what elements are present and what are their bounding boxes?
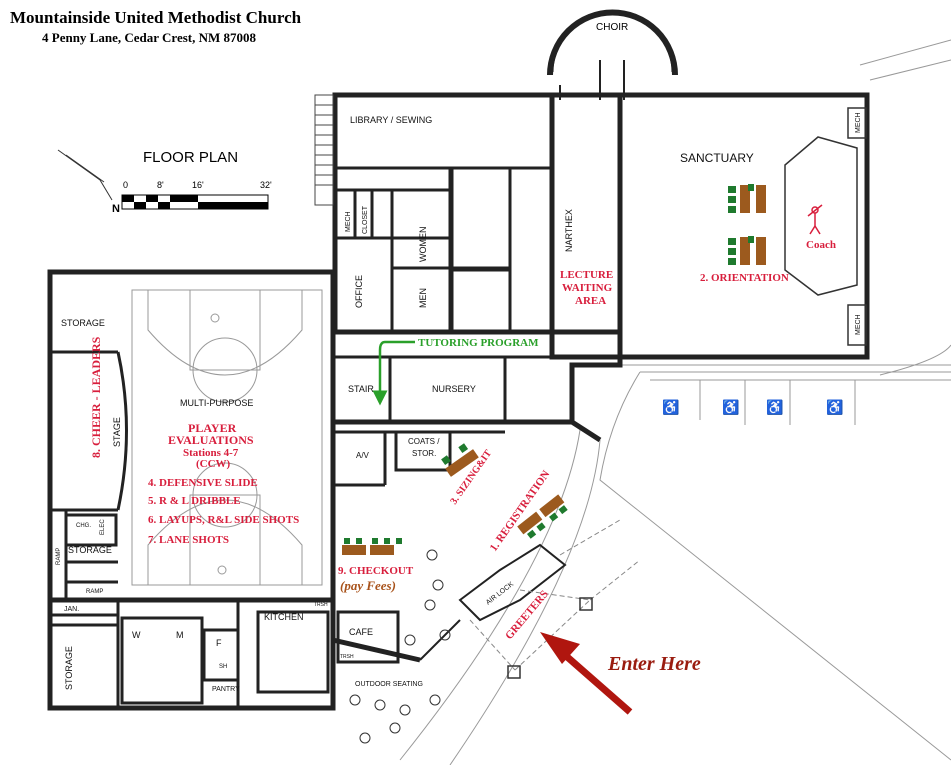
- mech-label-3: MECH: [345, 211, 352, 232]
- ramp-label-2: RAMP: [86, 589, 103, 595]
- stage-label: STAGE: [112, 417, 122, 447]
- trash-label-2: TRSH: [340, 654, 354, 660]
- stor-label: STOR.: [412, 449, 436, 458]
- table-group-registration: [517, 494, 568, 539]
- ramp-label-1: RAMP: [56, 548, 62, 565]
- storage-label-3: STORAGE: [64, 646, 74, 690]
- scale-bar: [121, 194, 269, 210]
- sanctuary-label: SANCTUARY: [680, 151, 754, 165]
- men-restroom-label: M: [176, 630, 184, 640]
- multipurpose-label: MULTI-PURPOSE: [180, 398, 253, 408]
- scale-label-8: 8': [157, 180, 164, 190]
- orientation-label: 2. ORIENTATION: [700, 272, 789, 284]
- drill-5-label: 5. R & L DRIBBLE: [148, 495, 241, 507]
- storage-label-1: STORAGE: [61, 318, 105, 328]
- evaluations-label: EVALUATIONS: [168, 433, 254, 447]
- floor-plan-title: FLOOR PLAN: [143, 149, 238, 166]
- svg-text:♿: ♿: [766, 399, 783, 416]
- women-label: WOMEN: [418, 227, 428, 263]
- coach-figure: [807, 204, 823, 235]
- table-group-sizing: [441, 443, 479, 477]
- women-restroom-label: W: [132, 630, 141, 640]
- church-address: 4 Penny Lane, Cedar Crest, NM 87008: [42, 30, 257, 45]
- stations-range-label: Stations 4-7: [183, 447, 239, 459]
- storage-label-2: STORAGE: [68, 545, 112, 555]
- checkout-label: 9. CHECKOUT: [338, 565, 414, 577]
- enter-here-arrow: [540, 632, 633, 715]
- lecture-label-2: WAITING: [562, 282, 613, 294]
- lecture-label-1: LECTURE: [560, 269, 613, 281]
- church-name: Mountainside United Methodist Church: [10, 8, 302, 27]
- svg-text:♿: ♿: [826, 399, 843, 416]
- cheerleaders-label: 8. CHEER - LEADERS: [89, 336, 103, 458]
- pay-fees-label: (pay Fees): [340, 578, 396, 593]
- library-label: LIBRARY / SEWING: [350, 115, 432, 125]
- choir-label: CHOIR: [596, 22, 628, 33]
- sanctuary-platform: [784, 107, 867, 346]
- table-group-checkout: [342, 538, 402, 555]
- enter-here-label: Enter Here: [607, 653, 701, 675]
- outdoor-seating-label: OUTDOOR SEATING: [355, 681, 423, 688]
- chg-label: CHG.: [76, 523, 91, 529]
- men-label: MEN: [418, 288, 428, 308]
- north-label: N: [112, 203, 120, 215]
- drill-6-label: 6. LAYUPS, R&L SIDE SHOTS: [148, 514, 299, 526]
- lecture-label-3: AREA: [575, 295, 606, 307]
- handicap-parking-icons: ♿ ♿ ♿ ♿: [662, 399, 843, 416]
- mech-label-2: MECH: [855, 314, 862, 335]
- drill-7-label: 7. LANE SHOTS: [148, 534, 229, 546]
- table-group-sanctuary-2: [728, 236, 766, 265]
- table-group-sanctuary-1: [728, 184, 766, 213]
- mech-label-1: MECH: [855, 112, 862, 133]
- kitchen-label: KITCHEN: [264, 612, 304, 622]
- drill-4-label: 4. DEFENSIVE SLIDE: [148, 477, 258, 489]
- entry-vestibule: [419, 543, 567, 661]
- exterior-stairs: [314, 94, 334, 206]
- player-label: PLAYER: [188, 421, 237, 435]
- scale-label-32: 32': [260, 180, 272, 190]
- svg-text:♿: ♿: [722, 399, 739, 416]
- cafe-label: CAFE: [349, 627, 373, 637]
- pantry-label: PANTRY: [212, 686, 240, 693]
- entry-columns: [507, 597, 593, 679]
- narthex-label: NARTHEX: [564, 209, 574, 252]
- svg-text:♿: ♿: [662, 399, 679, 416]
- shower-label: SH: [219, 664, 227, 670]
- seating-tables: [342, 184, 766, 555]
- tutoring-arrow: [372, 340, 415, 406]
- round-tables: [349, 549, 451, 744]
- closet-label: CLOSET: [362, 205, 369, 234]
- scale-label-16: 16': [192, 180, 204, 190]
- interior-walls: [48, 166, 620, 708]
- elec-label: ELEC: [100, 519, 106, 535]
- basketball-court: [131, 289, 323, 586]
- av-label: A/V: [356, 451, 370, 460]
- ccw-label: (CCW): [196, 458, 231, 470]
- tutoring-label: TUTORING PROGRAM: [418, 337, 539, 349]
- coach-label: Coach: [806, 239, 836, 251]
- trash-label-1: TRSH: [314, 602, 328, 608]
- stair-label: STAIR: [348, 384, 374, 394]
- north-arrow: [57, 149, 113, 201]
- site-lines: [399, 39, 951, 765]
- scale-label-0: 0: [123, 180, 128, 190]
- office-label: OFFICE: [354, 275, 364, 308]
- family-restroom-label: F: [216, 638, 222, 648]
- nursery-label: NURSERY: [432, 384, 476, 394]
- entry-canopy: [469, 519, 641, 671]
- jan-label: JAN.: [64, 606, 79, 613]
- coats-label: COATS /: [408, 437, 440, 446]
